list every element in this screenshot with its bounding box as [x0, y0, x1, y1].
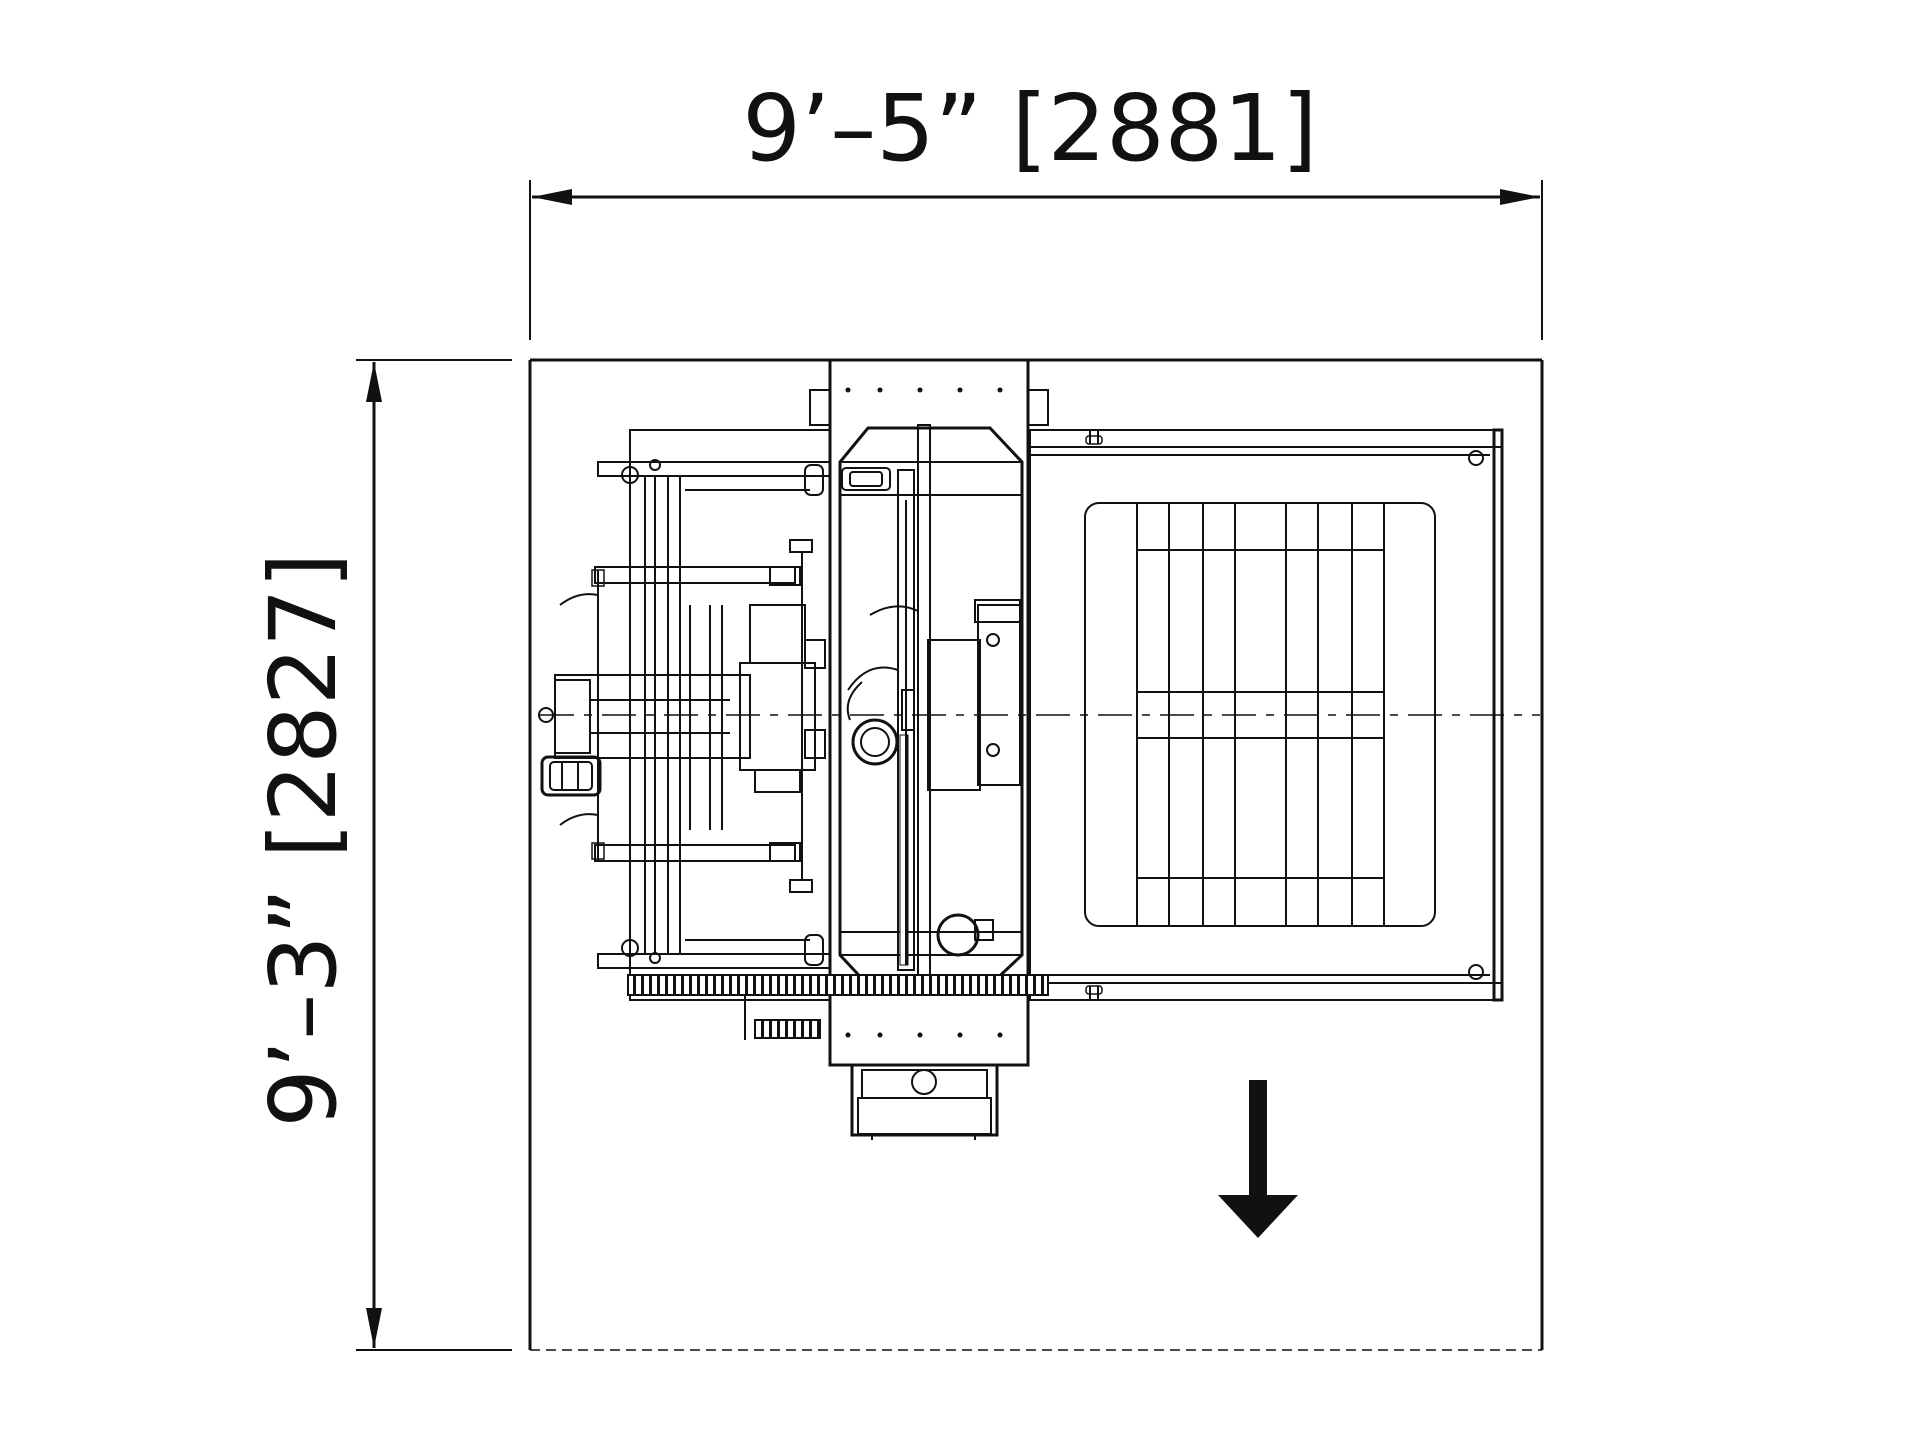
width-dimension-label: 9’–5” [2881] — [742, 75, 1317, 182]
width-arrowhead-left — [532, 189, 572, 205]
height-dimension-label: 9’–3” [2827] — [250, 552, 357, 1127]
arrow-down-icon — [1218, 1080, 1298, 1238]
pallet — [1084, 502, 1436, 927]
width-arrowhead-right — [1500, 189, 1540, 205]
height-arrowhead-top — [366, 362, 382, 402]
rotary-carriage — [809, 358, 1049, 1067]
drive-rack — [627, 974, 1049, 1040]
pallet-conveyor — [1029, 428, 1504, 1002]
drive-motor — [850, 1063, 999, 1140]
height-dimension: 9’–3” [2827] — [250, 359, 512, 1351]
footprint-boundary — [528, 358, 1544, 1351]
height-arrowhead-bottom — [366, 1308, 382, 1348]
width-dimension: 9’–5” [2881] — [529, 75, 1543, 340]
machine-frame-left — [538, 429, 831, 1001]
